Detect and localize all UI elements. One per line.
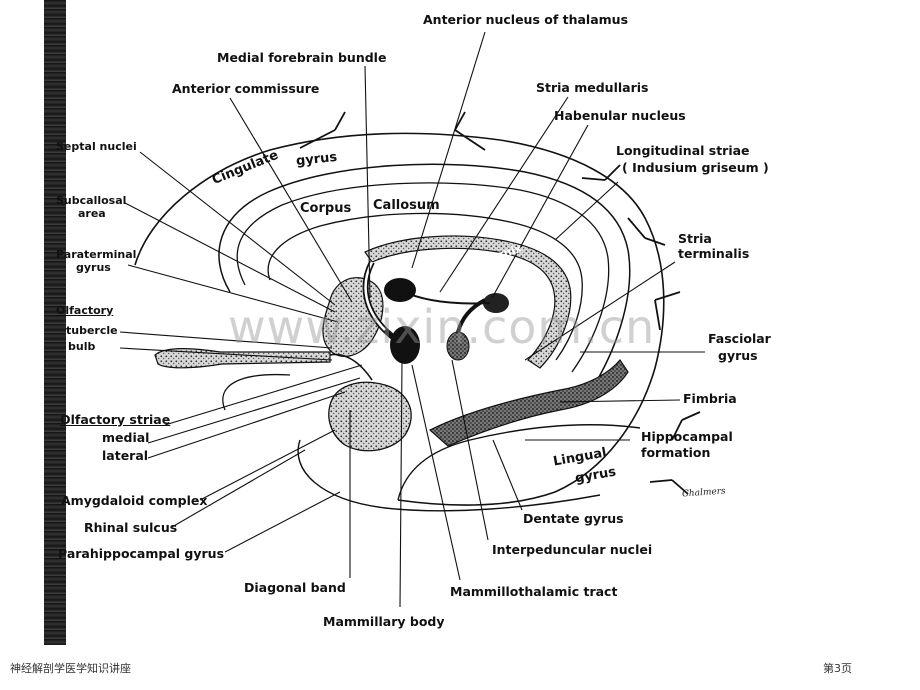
label-tubercle: tubercle: [66, 324, 118, 337]
label-subcallosal: Subcallosal: [56, 194, 127, 207]
label-olfactory-striae: Olfactory striae: [60, 412, 171, 427]
label-mammillary-body: Mammillary body: [323, 614, 445, 629]
limbic-system-diagram: [119, 31, 705, 608]
label-olfactory: Olfactory: [56, 304, 114, 317]
label-anterior-nucleus-thalamus: Anterior nucleus of thalamus: [423, 12, 629, 27]
label-parahippocampal-gyrus: Parahippocampal gyrus: [58, 546, 225, 561]
label-terminalis: terminalis: [678, 246, 750, 261]
rhinal-contour: [222, 373, 291, 411]
label-medial: medial: [102, 430, 150, 445]
habenula: [483, 293, 509, 313]
hippocampal-formation: [428, 358, 629, 447]
label-amygdaloid-complex: Amygdaloid complex: [61, 493, 208, 508]
label-stria: Stria: [678, 231, 712, 246]
label-septal-nuclei: Septal nuclei: [56, 140, 137, 153]
label-hippocampal: Hippocampal: [641, 429, 733, 444]
label-anterior-commissure: Anterior commissure: [172, 81, 320, 96]
label-indusium-griseum: ( Indusium griseum ): [622, 160, 769, 175]
callosum-outer: [236, 182, 610, 373]
scan-edge: [44, 0, 66, 645]
fornix-band: [364, 235, 572, 369]
hemisphere-outline: [134, 132, 665, 506]
olfactory-bulb: [154, 348, 331, 369]
label-fasciolar-gyrus: gyrus: [718, 348, 758, 363]
label-callosum: Callosum: [373, 198, 440, 213]
label-habenular-nucleus: Habenular nucleus: [554, 108, 686, 123]
lingual-gyrus-outline: [397, 424, 641, 501]
footer-page-number: 第3页: [823, 662, 852, 675]
interpeduncular-stalk: [456, 298, 486, 333]
sulcus-branches: [299, 111, 701, 495]
label-bulb: bulb: [68, 340, 96, 353]
watermark: www.zixin.com.cn: [228, 300, 656, 354]
label-fimbria: Fimbria: [683, 391, 737, 406]
label-area: area: [78, 207, 106, 220]
label-medial-forebrain-bundle: Medial forebrain bundle: [217, 50, 387, 65]
leader-lines: [119, 31, 705, 608]
label-formation: formation: [641, 445, 711, 460]
parahippocampal-outline: [297, 439, 601, 512]
label-rhinal-sulcus: Rhinal sulcus: [84, 520, 178, 535]
label-fasciolar: Fasciolar: [708, 331, 771, 346]
label-corpus: Corpus: [300, 201, 352, 216]
label-stria-medullaris: Stria medullaris: [536, 80, 649, 95]
amygdaloid-complex: [328, 381, 412, 452]
label-paraterminal-gyrus: gyrus: [76, 261, 111, 274]
label-paraterminal: Paraterminal: [56, 248, 137, 261]
label-lateral: lateral: [102, 448, 149, 463]
mammillary-body: [390, 326, 420, 364]
label-longitudinal-striae: Longitudinal striae: [616, 143, 750, 158]
callosum-inner: [267, 212, 583, 361]
label-mammillothalamic-tract: Mammillothalamic tract: [450, 584, 618, 599]
label-interpeduncular-nuclei: Interpeduncular nuclei: [492, 542, 653, 557]
footer-title: 神经解剖学医学知识讲座: [10, 662, 131, 675]
label-diagonal-band: Diagonal band: [244, 580, 346, 595]
cingulate-gyrus-outline: [218, 163, 631, 393]
label-dentate-gyrus: Dentate gyrus: [523, 511, 624, 526]
olfactory-tract: [329, 353, 373, 381]
